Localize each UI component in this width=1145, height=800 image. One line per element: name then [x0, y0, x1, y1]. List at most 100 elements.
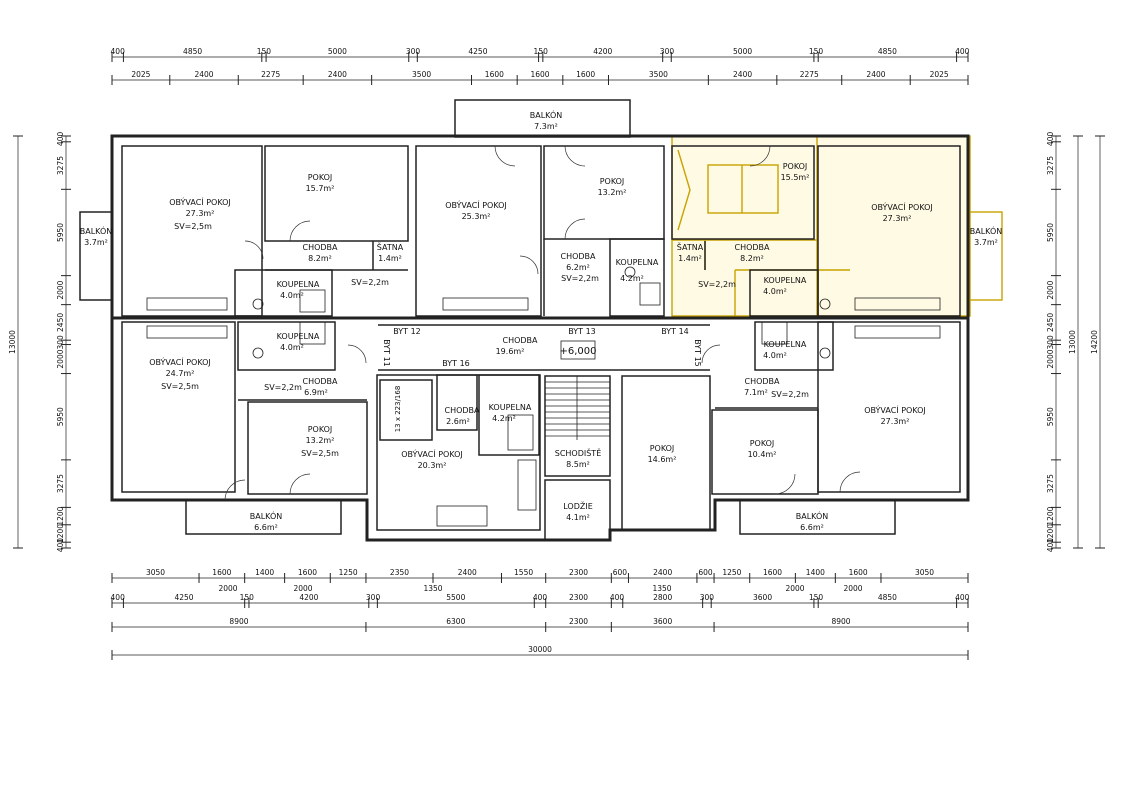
- highlighted-apartment[interactable]: [671, 135, 1003, 317]
- room-area: 15.7m²: [306, 184, 335, 193]
- byt-label: BYT 16: [442, 359, 470, 368]
- room-name: ŠATNA: [677, 241, 704, 252]
- dim-right1-value: 5950: [1046, 223, 1055, 242]
- dim-bot2-value: 4200: [299, 593, 318, 602]
- dim-top2-value: 2275: [261, 70, 280, 79]
- dim-top1-value: 4250: [468, 47, 487, 56]
- dim-top2-value: 2400: [866, 70, 885, 79]
- dim-right1-value: 300: [1046, 335, 1055, 350]
- room-labels: BALKÓN 7.3m² OBÝVACÍ POKOJ 27.3m² SV=2,5…: [80, 109, 1003, 532]
- room-name: OBÝVACÍ POKOJ: [149, 356, 211, 367]
- room-note: SV=2,5m: [161, 382, 199, 391]
- dim-right2-value: 13000: [1068, 330, 1077, 354]
- interior-walls: [112, 145, 968, 541]
- dim-top1-value: 400: [111, 47, 126, 56]
- dim-top2-value: 2025: [930, 70, 949, 79]
- dim-bot1b-value: 2000: [843, 584, 862, 593]
- room-name: CHODBA: [734, 243, 770, 252]
- room-area: 1.4m²: [678, 254, 702, 263]
- room-area: 4.0m²: [763, 351, 787, 360]
- room-note: SV=2,2m: [698, 280, 736, 289]
- stairs-note: 13 x 223/168: [394, 386, 402, 433]
- level-box: [560, 340, 596, 360]
- room-name: POKOJ: [650, 444, 675, 453]
- room-name: CHODBA: [302, 243, 338, 252]
- dim-left1-value: 2000: [56, 349, 65, 368]
- room-name: POKOJ: [600, 177, 625, 186]
- furniture: [146, 266, 941, 527]
- room-area: 4.2m²: [620, 274, 644, 283]
- dim-top1-value: 5000: [328, 47, 347, 56]
- dim-top2-value: 2400: [328, 70, 347, 79]
- dim-right1-value: 400: [1046, 538, 1055, 553]
- byt-label: BYT 15: [693, 339, 702, 367]
- dim-bot3-value: 8900: [229, 617, 248, 626]
- balkon-top-area: 7.3m²: [534, 122, 558, 131]
- room-name: KOUPELNA: [764, 276, 807, 285]
- stairs: [545, 376, 610, 440]
- dim-bot3-value: 2300: [569, 617, 588, 626]
- dim-left1-value: 3275: [56, 474, 65, 493]
- dim-bot2-value: 150: [240, 593, 255, 602]
- dim-bot2-value: 300: [366, 593, 381, 602]
- dim-bot1-value: 1600: [298, 568, 317, 577]
- room-area: 3.7m²: [84, 238, 108, 247]
- dim-top2-value: 3500: [649, 70, 668, 79]
- room-area: 27.3m²: [881, 417, 910, 426]
- dim-top2-value: 2400: [194, 70, 213, 79]
- room-name: KOUPELNA: [764, 340, 807, 349]
- room-area: 4.0m²: [763, 287, 787, 296]
- dim-left1-value: 400: [56, 538, 65, 553]
- dim-right3-value: 14200: [1090, 330, 1099, 354]
- dim-top1-value: 4200: [593, 47, 612, 56]
- dim-right1-value: 2450: [1046, 313, 1055, 332]
- dim-bot2-value: 150: [809, 593, 824, 602]
- dim-bot1-value: 1600: [849, 568, 868, 577]
- dim-left1-value: 3275: [56, 156, 65, 175]
- dim-bot1-value: 3050: [146, 568, 165, 577]
- room-area: 6.9m²: [304, 388, 328, 397]
- room-area: 4.0m²: [280, 343, 304, 352]
- dim-bot2-value: 400: [610, 593, 625, 602]
- dim-bot1-value: 3050: [915, 568, 934, 577]
- room-note: SV=2,2m: [771, 390, 809, 399]
- dim-bot2-value: 400: [533, 593, 548, 602]
- dim-bot1-value: 600: [698, 568, 713, 577]
- dim-bot1-value: 2400: [653, 568, 672, 577]
- dim-top1-value: 300: [406, 47, 421, 56]
- room-name: POKOJ: [783, 162, 808, 171]
- room-area: 2.6m²: [446, 417, 470, 426]
- room-area: 19.6m²: [496, 347, 525, 356]
- dim-bot4-value: 30000: [528, 645, 552, 654]
- room-name: CHODBA: [502, 336, 538, 345]
- dim-top2-value: 2400: [733, 70, 752, 79]
- dim-bot3-value: 6300: [446, 617, 465, 626]
- room-area: 6.6m²: [254, 523, 278, 532]
- dim-bot2-value: 4250: [174, 593, 193, 602]
- room-name: OBÝVACÍ POKOJ: [445, 199, 507, 210]
- dim-bot1-value: 1550: [514, 568, 533, 577]
- dim-right1-value: 2000: [1046, 280, 1055, 299]
- dim-top1-value: 400: [955, 47, 970, 56]
- dim-bot3-value: 3600: [653, 617, 672, 626]
- room-note: SV=2,2m: [264, 383, 302, 392]
- dim-left1-value: 5950: [56, 407, 65, 426]
- room-area: 13.2m²: [306, 436, 335, 445]
- room-name: OBÝVACÍ POKOJ: [864, 404, 926, 415]
- byt-label: BYT 13: [568, 327, 596, 336]
- dim-left1-value: 5950: [56, 223, 65, 242]
- dim-left1-value: 1200: [56, 524, 65, 543]
- room-note: SV=2,5m: [301, 449, 339, 458]
- room-area: 14.6m²: [648, 455, 677, 464]
- dim-bot1-value: 1400: [255, 568, 274, 577]
- dim-bot1b-value: 1350: [652, 584, 671, 593]
- room-note: SV=2,5m: [174, 222, 212, 231]
- room-name: OBÝVACÍ POKOJ: [401, 448, 463, 459]
- dim-bot1-value: 1600: [212, 568, 231, 577]
- dim-top2-value: 2025: [131, 70, 150, 79]
- dim-bot1-value: 1250: [722, 568, 741, 577]
- balkon-top-label: BALKÓN: [530, 109, 563, 120]
- dim-top2-value: 2275: [800, 70, 819, 79]
